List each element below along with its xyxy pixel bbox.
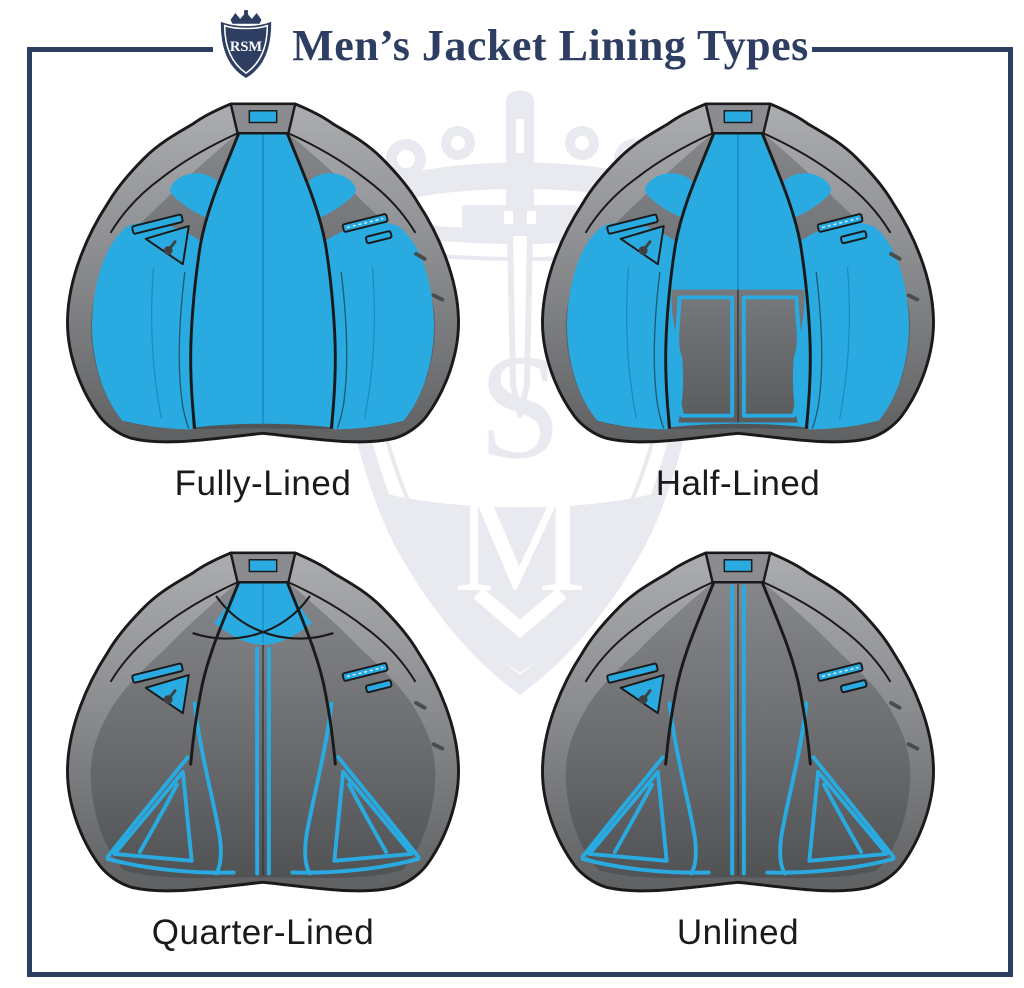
watermark-sword-icon bbox=[462, 90, 578, 418]
header: RSM Men’s Jacket Lining Types bbox=[0, 6, 1024, 84]
jacket-label-half-lined: Half-Lined bbox=[655, 464, 821, 503]
frame-top-right-segment bbox=[812, 47, 1013, 52]
quarter-lined-yoke bbox=[192, 580, 334, 645]
center-seam-tape bbox=[255, 644, 271, 876]
jacket-card-fully-lined: Fully-Lined bbox=[48, 96, 478, 504]
jacket-label-quarter-lined: Quarter-Lined bbox=[151, 913, 375, 952]
page-title: Men’s Jacket Lining Types bbox=[292, 20, 809, 70]
fully-lined-jacket-illustration bbox=[66, 102, 460, 444]
jacket-label-fully-lined: Fully-Lined bbox=[174, 464, 352, 503]
logo-monogram: RSM bbox=[230, 39, 263, 55]
jacket-label-unlined: Unlined bbox=[676, 913, 800, 952]
unlined-jacket-illustration bbox=[541, 551, 935, 893]
center-seam-tape bbox=[730, 584, 746, 876]
brand-shield-logo-icon: RSM bbox=[221, 10, 272, 78]
watermark-letter-m: M bbox=[453, 457, 586, 623]
jacket-card-unlined: Unlined bbox=[523, 545, 953, 953]
frame-top-left-segment bbox=[27, 47, 213, 52]
quarter-lined-jacket-illustration bbox=[66, 551, 460, 893]
jacket-card-quarter-lined: Quarter-Lined bbox=[48, 545, 478, 953]
jacket-card-half-lined: Half-Lined bbox=[523, 96, 953, 504]
half-lined-bare-back-panel bbox=[671, 289, 805, 423]
half-lined-jacket-illustration bbox=[541, 102, 935, 444]
